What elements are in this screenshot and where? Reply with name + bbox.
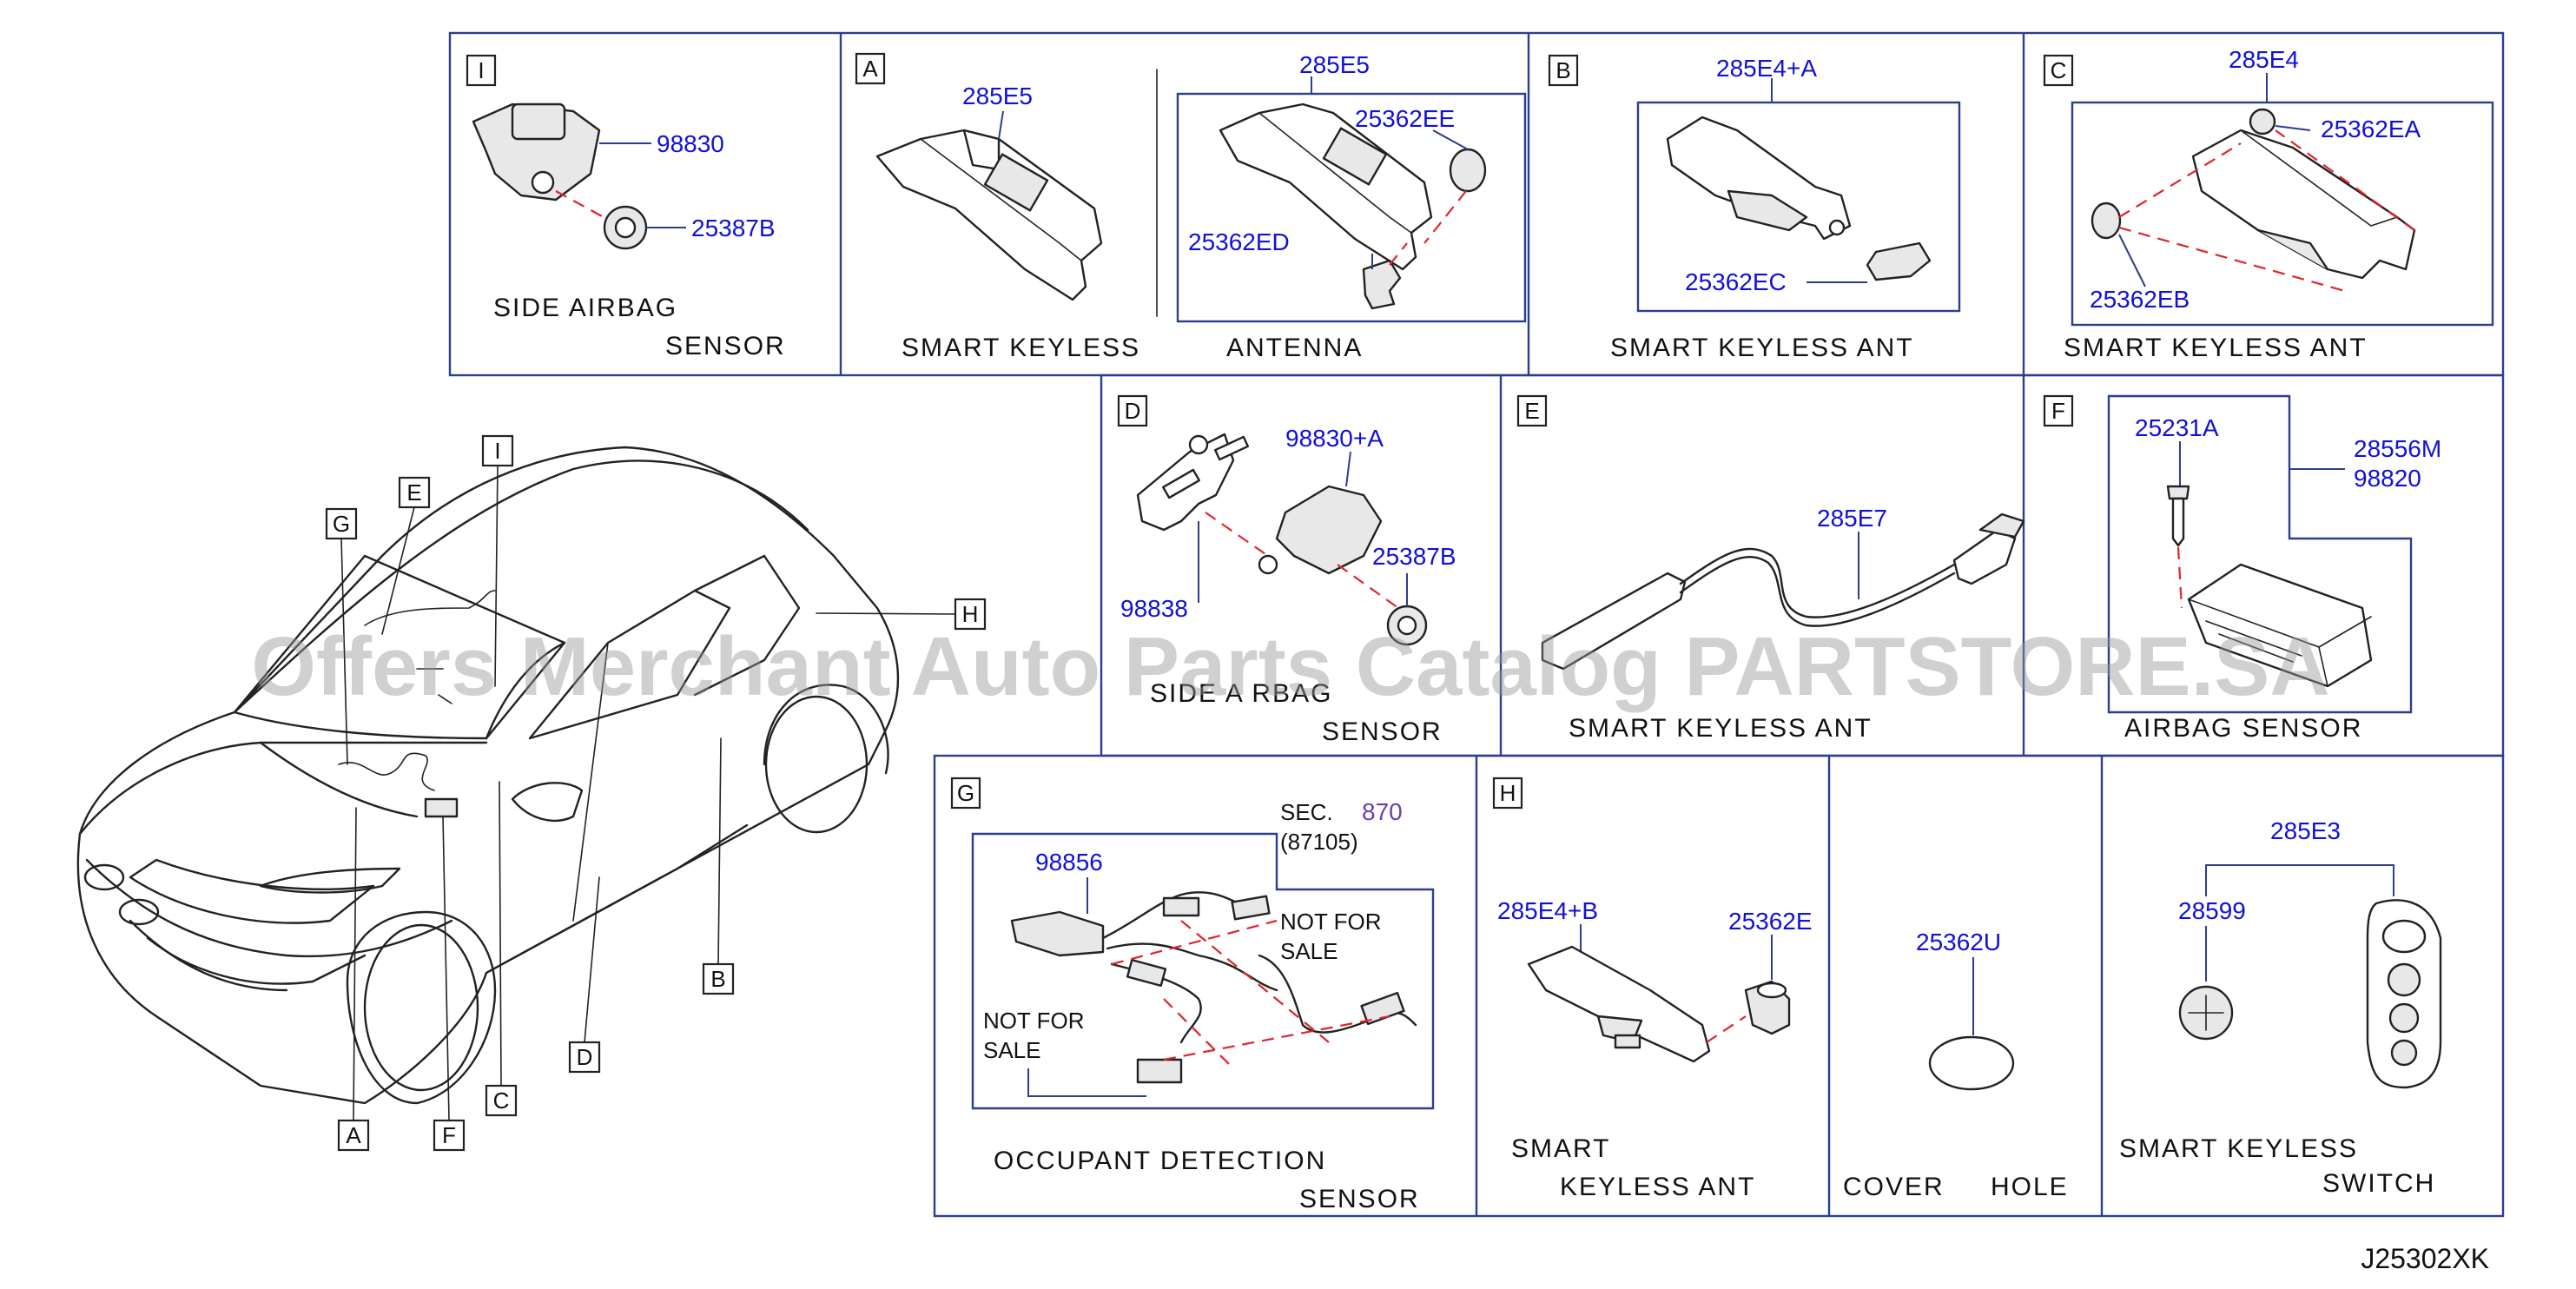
- panel-g: G SEC. 870 (87105) 98856 NOT FOR SALE NO…: [950, 777, 1435, 1213]
- diagram-id: J25302XK: [2361, 1243, 2489, 1274]
- panel-d-part-1: 98830+A: [1285, 425, 1384, 452]
- panel-f-letter: F: [2051, 398, 2065, 424]
- callout-i: I: [494, 438, 500, 464]
- callout-b: B: [710, 966, 725, 992]
- panel-f-caption-1: AIRBAG SENSOR: [2124, 714, 2362, 743]
- panel-d-part-2: 98838: [1120, 595, 1188, 622]
- panel-c-letter: C: [2051, 57, 2067, 83]
- callout-h: H: [962, 601, 979, 627]
- panel-a-part-4: 25362ED: [1188, 228, 1290, 255]
- callout-c: C: [493, 1087, 510, 1114]
- panel-f-part-3: 98820: [2354, 465, 2421, 492]
- callout-a: A: [346, 1122, 361, 1148]
- panel-b: B 285E4+A 25362EC SMART KEYLESS ANT: [1548, 54, 1961, 362]
- panel-c-part-1: 285E4: [2229, 46, 2299, 73]
- panel-h-part-1: 285E4+B: [1497, 897, 1598, 924]
- panel-g-sec-sub: (87105): [1280, 829, 1358, 855]
- overview-callouts: G E I H A F C D B: [325, 434, 987, 1152]
- panel-d-part-3: 25387B: [1372, 543, 1456, 570]
- panel-e: E 285E7 SMART KEYLESS ANT: [1516, 394, 2025, 743]
- panel-g-letter: G: [957, 780, 974, 806]
- panel-a-letter: A: [862, 56, 878, 82]
- panel-h-letter: H: [1500, 780, 1516, 806]
- switch-caption-1: SMART KEYLESS: [2119, 1134, 2358, 1163]
- panel-a-part-2: 285E5: [1299, 51, 1370, 78]
- panel-a: A 285E5 285E5 25362EE 25362ED SMART KEYL…: [855, 51, 1527, 362]
- panel-f-part-2: 28556M: [2354, 435, 2441, 462]
- cover-caption-2: HOLE: [1991, 1173, 2069, 1201]
- cover-caption-1: COVER: [1843, 1173, 1945, 1201]
- panel-g-caption-2: SENSOR: [1299, 1185, 1420, 1213]
- panel-g-part-1: 98856: [1035, 849, 1103, 876]
- panel-d-letter: D: [1125, 398, 1141, 424]
- panel-b-letter: B: [1556, 57, 1570, 83]
- panel-g-note-3: NOT FOR: [983, 1008, 1085, 1034]
- panel-g-note-2: SALE: [1280, 938, 1338, 964]
- panel-d-caption-1: SIDE A RBAG: [1150, 679, 1332, 708]
- panel-e-part-1: 285E7: [1817, 505, 1887, 532]
- panel-g-sec-number: 870: [1362, 798, 1403, 825]
- callout-f: F: [442, 1122, 456, 1148]
- panel-i-letter: I: [478, 57, 484, 83]
- panel-h-caption-2: KEYLESS ANT: [1560, 1173, 1755, 1201]
- callout-e: E: [406, 479, 421, 506]
- panel-h: H 285E4+B 25362E SMART KEYLESS ANT: [1492, 777, 1813, 1201]
- panel-i-caption-1: SIDE AIRBAG: [493, 294, 677, 322]
- switch-caption-2: SWITCH: [2322, 1169, 2435, 1198]
- panel-c: C 285E4 25362EA 25362EB SMART KEYLESS AN…: [2043, 46, 2494, 362]
- callout-d: D: [577, 1044, 593, 1070]
- panel-b-part-1: 285E4+A: [1716, 55, 1817, 82]
- panel-g-caption-1: OCCUPANT DETECTION: [994, 1147, 1326, 1175]
- panel-h-part-2: 25362E: [1728, 908, 1813, 935]
- panel-b-caption-1: SMART KEYLESS ANT: [1610, 334, 1914, 362]
- panel-h-caption-1: SMART: [1511, 1134, 1610, 1163]
- panel-a-caption-1: SMART KEYLESS: [902, 334, 1140, 362]
- panel-c-part-2: 25362EA: [2321, 116, 2421, 142]
- panel-e-letter: E: [1524, 398, 1539, 424]
- panel-d-caption-2: SENSOR: [1322, 717, 1443, 746]
- panel-i-part-1: 98830: [657, 130, 724, 157]
- switch-part-1: 285E3: [2270, 817, 2341, 844]
- panel-smart-keyless-switch: 285E3 28599 SMART KEYLESS SWITCH: [2119, 817, 2442, 1198]
- panel-c-caption-1: SMART KEYLESS ANT: [2064, 334, 2368, 362]
- panel-a-part-3: 25362EE: [1355, 105, 1455, 132]
- panel-f: F 25231A 28556M 98820 AIRBAG SENSOR: [2043, 394, 2441, 743]
- switch-part-2: 28599: [2178, 897, 2246, 924]
- panel-g-note-4: SALE: [983, 1037, 1041, 1063]
- panel-c-part-3: 25362EB: [2090, 286, 2190, 313]
- panel-g-note-1: NOT FOR: [1280, 909, 1382, 935]
- panel-d: D 98830+A 98838 25387B SIDE A RBAG SENSO…: [1117, 394, 1456, 746]
- vehicle-overview: [76, 446, 900, 1105]
- watermark: Offers Merchant Auto Parts Catalog PARTS…: [251, 620, 2329, 713]
- panel-a-caption-2: ANTENNA: [1226, 334, 1363, 362]
- panel-i: I 98830 25387B SIDE AIRBAG SENSOR: [466, 54, 786, 360]
- panel-b-part-2: 25362EC: [1685, 268, 1787, 295]
- panel-a-part-1: 285E5: [962, 83, 1033, 109]
- panel-i-part-2: 25387B: [691, 215, 776, 241]
- panel-f-part-1: 25231A: [2135, 414, 2219, 441]
- panel-i-caption-2: SENSOR: [665, 332, 786, 360]
- callout-g: G: [333, 511, 350, 537]
- panel-e-caption-1: SMART KEYLESS ANT: [1569, 714, 1873, 743]
- cover-part-1: 25362U: [1916, 929, 2001, 955]
- panel-cover-hole: 25362U COVER HOLE: [1843, 929, 2069, 1201]
- panel-g-sec-prefix: SEC.: [1280, 799, 1333, 825]
- panel-frames: [448, 31, 2505, 1218]
